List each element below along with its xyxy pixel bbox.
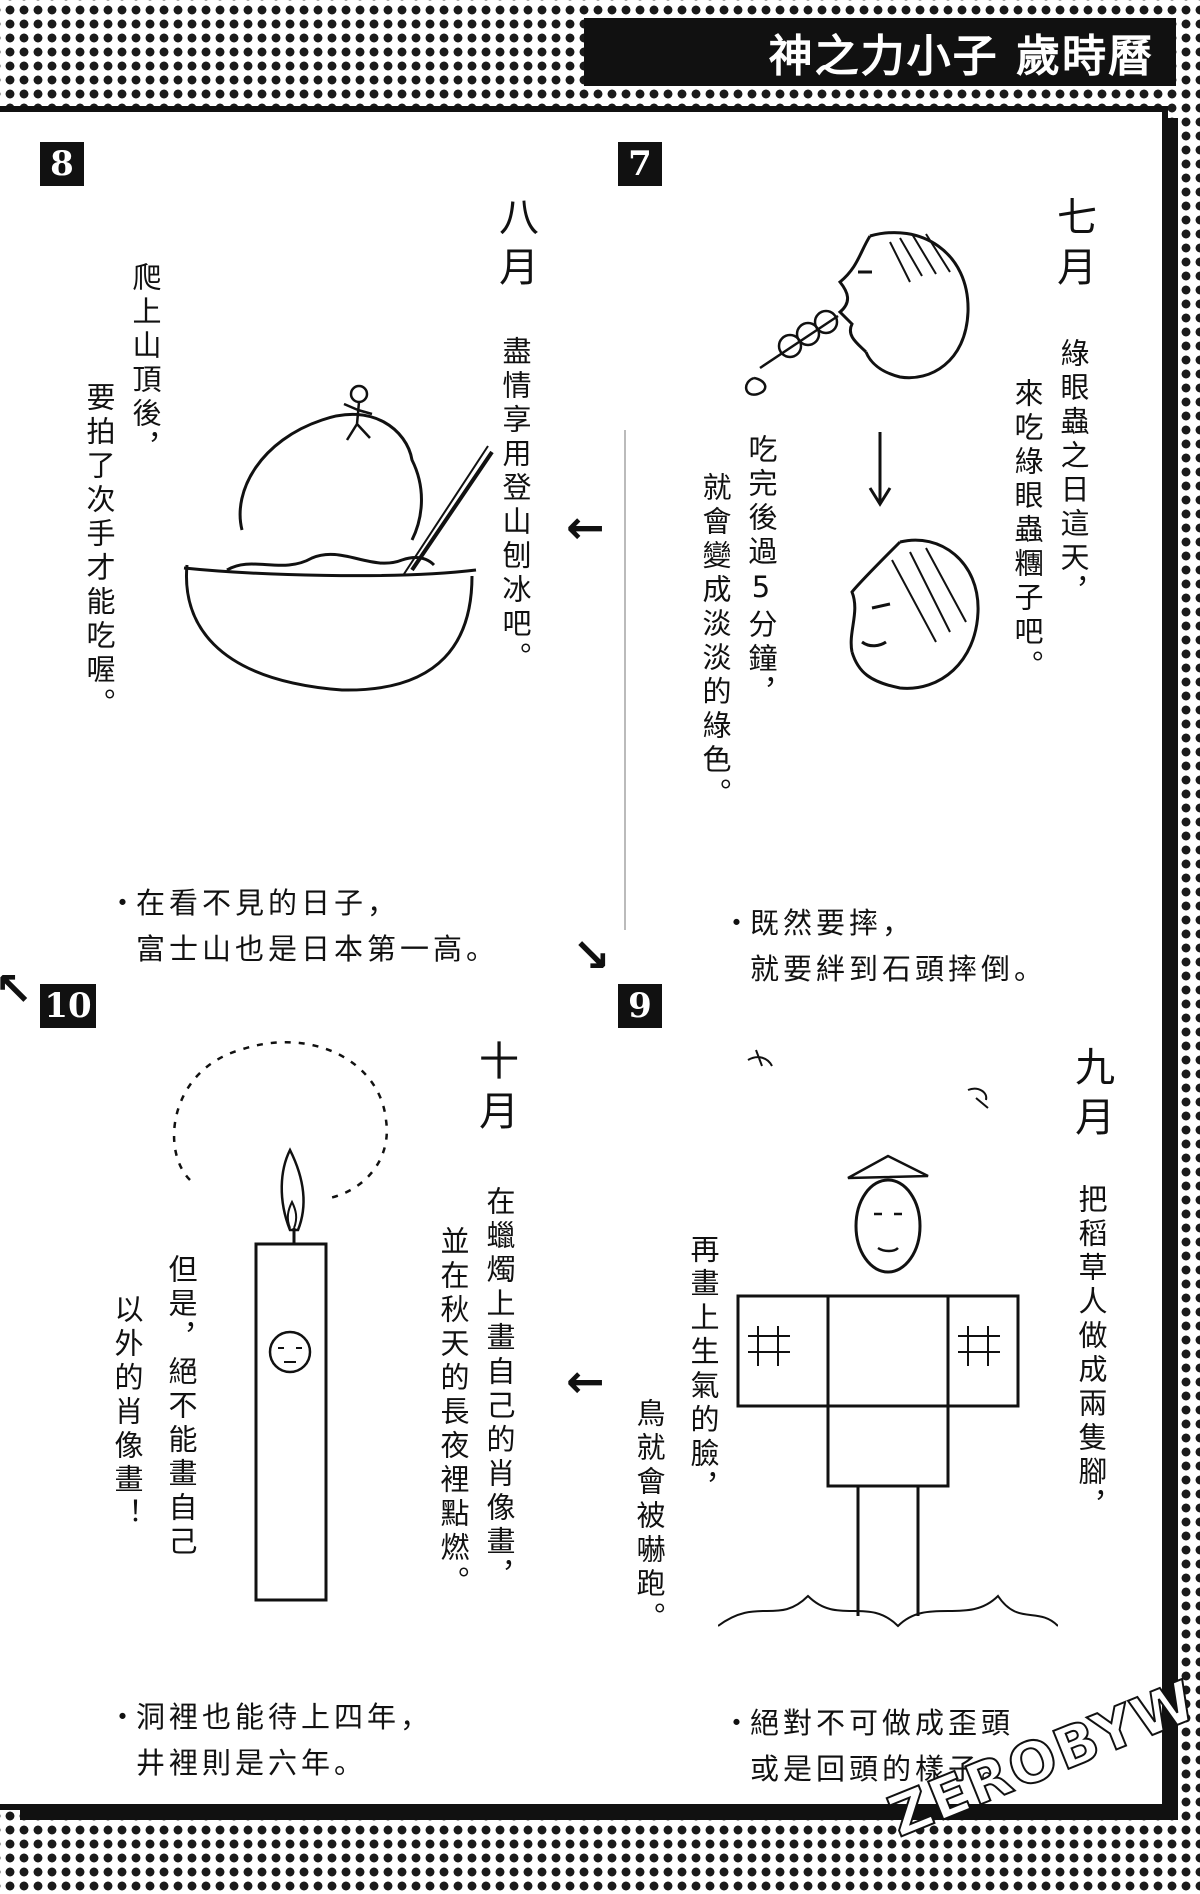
- arrow-diag-up-left: ↖: [0, 962, 33, 1016]
- calendar-panel: [0, 106, 1168, 1810]
- panel-shadow-bottom: [20, 1810, 1170, 1820]
- september-side-text-2: 鳥就會被嚇跑。: [632, 1398, 666, 1636]
- panel-number-8: 8: [40, 142, 84, 186]
- panel-number-10: 10: [40, 984, 96, 1028]
- october-text-2: 並在秋天的長夜裡點燃。: [436, 1226, 470, 1600]
- october-side-text-1: 但是，絕不能畫自己: [164, 1254, 198, 1560]
- september-text: 把稻草人做成兩隻腳，: [1074, 1184, 1108, 1524]
- september-side-text-1: 再畫上生氣的臉，: [686, 1234, 720, 1506]
- october-side-text-2: 以外的肖像畫！: [110, 1294, 144, 1532]
- october-note: ・洞裡也能待上四年， 井裡則是六年。: [108, 1700, 434, 1780]
- july-side-text-2: 就會變成淡淡的綠色。: [698, 472, 732, 812]
- candle-portrait-illustration: [172, 1041, 389, 1602]
- arrow-left-top: ←: [566, 500, 605, 554]
- july-text-1: 綠眼蟲之日這天，: [1056, 338, 1090, 610]
- august-text: 盡情享用登山刨冰吧。: [498, 336, 532, 676]
- center-divider: [624, 430, 626, 930]
- month-label-september: 九月: [1068, 1046, 1114, 1146]
- arrow-diag-down-right: ↘: [572, 928, 611, 982]
- shaved-ice-illustration: [183, 384, 494, 692]
- page-title: 神之力小子 歲時曆: [584, 18, 1176, 86]
- july-side-text-1: 吃完後過5分鐘，: [744, 434, 778, 711]
- august-side-text-1: 爬上山頂後，: [128, 262, 162, 466]
- month-label-october: 十月: [472, 1040, 518, 1140]
- august-note: ・在看不見的日子， 富士山也是日本第一高。: [108, 886, 500, 966]
- august-side-text-2: 要拍了次手才能吃喔。: [82, 382, 116, 722]
- scarecrow-illustration: [718, 1049, 1058, 1628]
- month-label-august: 八月: [492, 196, 538, 296]
- panel-number-9: 9: [618, 984, 662, 1028]
- man-eating-dango-illustration: [745, 231, 980, 690]
- september-note: ・絕對不可做成歪頭 或是回頭的樣子。: [722, 1706, 1015, 1786]
- panel-number-7: 7: [618, 142, 662, 186]
- month-label-july: 七月: [1050, 196, 1096, 296]
- arrow-left-bottom: ←: [566, 1354, 605, 1408]
- july-text-2: 來吃綠眼蟲糰子吧。: [1010, 378, 1044, 684]
- panel-shadow-right: [1168, 118, 1178, 1820]
- october-text-1: 在蠟燭上畫自己的肖像畫，: [482, 1186, 516, 1594]
- july-note: ・既然要摔， 就要絆到石頭摔倒。: [722, 906, 1048, 986]
